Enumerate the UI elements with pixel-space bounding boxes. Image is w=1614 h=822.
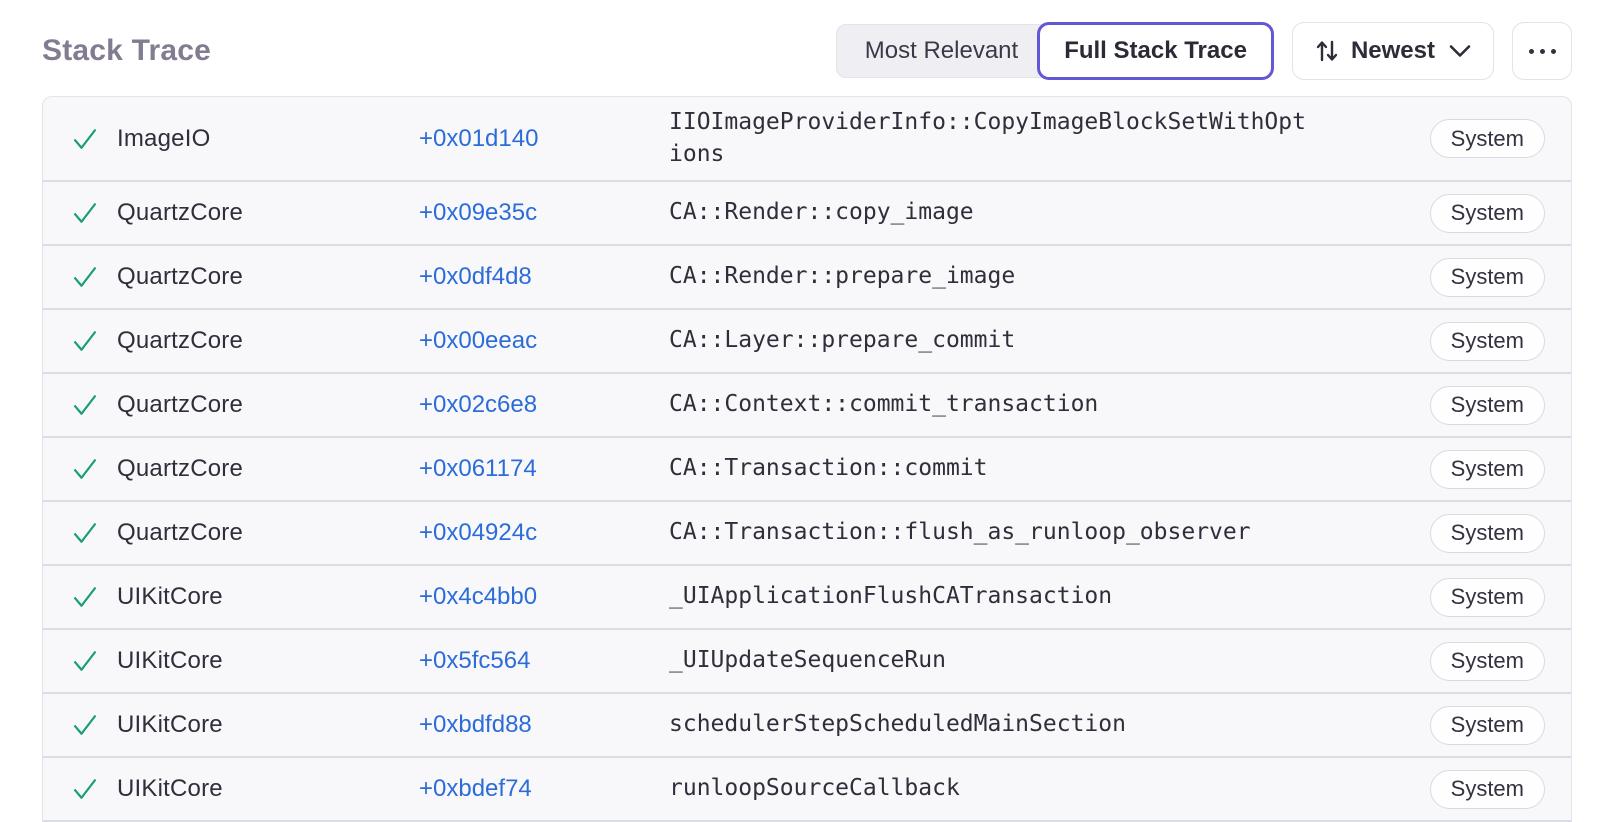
- check-icon: [71, 391, 117, 419]
- stack-frame-row-partial: [43, 820, 1571, 822]
- system-badge: System: [1429, 641, 1545, 681]
- system-badge: System: [1429, 769, 1545, 809]
- check-icon: [71, 711, 117, 739]
- system-badge: System: [1429, 193, 1545, 233]
- frame-function: CA::Layer::prepare_commit: [669, 327, 1016, 354]
- header: Stack Trace Most Relevant Full Stack Tra…: [0, 0, 1614, 96]
- frame-badge-cell: System: [1429, 769, 1545, 809]
- frame-module: QuartzCore: [117, 455, 244, 482]
- stack-frame-row[interactable]: QuartzCore +0x09e35c CA::Render::copy_im…: [43, 180, 1571, 244]
- stack-frame-row[interactable]: QuartzCore +0x0df4d8 CA::Render::prepare…: [43, 244, 1571, 308]
- stack-frame-row[interactable]: UIKitCore +0xbdfd88 schedulerStepSchedul…: [43, 692, 1571, 756]
- frame-badge-cell: System: [1429, 257, 1545, 297]
- frame-module: ImageIO: [117, 124, 211, 152]
- frame-function: CA::Context::commit_transaction: [669, 391, 1099, 418]
- frame-badge-cell: System: [1429, 385, 1545, 425]
- trace-view-segmented-control: Most Relevant Full Stack Trace: [835, 22, 1274, 80]
- system-badge: System: [1429, 321, 1545, 361]
- frame-address-link[interactable]: +0x5fc564: [419, 647, 531, 674]
- sort-arrows-icon: [1315, 38, 1339, 64]
- system-badge: System: [1429, 385, 1545, 425]
- frame-function: CA::Render::copy_image: [669, 199, 974, 226]
- check-icon: [71, 455, 117, 483]
- frame-badge-cell: System: [1429, 193, 1545, 233]
- check-icon: [71, 775, 117, 803]
- check-icon: [71, 647, 117, 675]
- frame-function: CA::Transaction::flush_as_runloop_observ…: [669, 519, 1251, 546]
- frame-badge-cell: System: [1429, 513, 1545, 553]
- frame-badge-cell: System: [1429, 641, 1545, 681]
- frame-module: QuartzCore: [117, 519, 244, 546]
- frame-address-link[interactable]: +0x01d140: [419, 124, 539, 152]
- check-icon: [71, 583, 117, 611]
- frame-function: IIOImageProviderInfo::CopyImageBlockSetW…: [669, 108, 1306, 167]
- stack-frame-row[interactable]: UIKitCore +0x5fc564 _UIUpdateSequenceRun…: [43, 628, 1571, 692]
- chevron-down-icon: [1449, 44, 1471, 58]
- stack-frame-row[interactable]: QuartzCore +0x061174 CA::Transaction::co…: [43, 436, 1571, 500]
- frame-address-link[interactable]: +0x02c6e8: [419, 391, 538, 418]
- frame-badge-cell: System: [1429, 705, 1545, 745]
- frame-address-link[interactable]: +0x061174: [419, 455, 537, 482]
- frame-badge-cell: System: [1429, 321, 1545, 361]
- ellipsis-icon: [1528, 48, 1556, 54]
- check-icon: [71, 125, 117, 153]
- stack-frame-row[interactable]: QuartzCore +0x02c6e8 CA::Context::commit…: [43, 372, 1571, 436]
- frame-module: UIKitCore: [117, 775, 223, 802]
- frame-address-link[interactable]: +0xbdfd88: [419, 711, 532, 738]
- frame-module: QuartzCore: [117, 263, 244, 290]
- frame-badge-cell: System: [1429, 577, 1545, 617]
- check-icon: [71, 327, 117, 355]
- check-icon: [71, 263, 117, 291]
- frame-address-link[interactable]: +0xbdef74: [419, 775, 532, 802]
- frame-function: _UIApplicationFlushCATransaction: [669, 583, 1113, 610]
- frame-address-link[interactable]: +0x4c4bb0: [419, 583, 538, 610]
- system-badge: System: [1429, 705, 1545, 745]
- frame-module: QuartzCore: [117, 327, 244, 354]
- frame-module: QuartzCore: [117, 199, 244, 226]
- frame-module: UIKitCore: [117, 711, 223, 738]
- frame-function: CA::Render::prepare_image: [669, 263, 1016, 290]
- frame-function: CA::Transaction::commit: [669, 455, 988, 482]
- frame-module: UIKitCore: [117, 647, 223, 674]
- stack-frame-row[interactable]: QuartzCore +0x00eeac CA::Layer::prepare_…: [43, 308, 1571, 372]
- frame-function: schedulerStepScheduledMainSection: [669, 711, 1126, 738]
- frame-module: UIKitCore: [117, 583, 223, 610]
- frame-badge-cell: System: [1429, 119, 1545, 158]
- stack-frame-row[interactable]: QuartzCore +0x04924c CA::Transaction::fl…: [43, 500, 1571, 564]
- more-options-button[interactable]: [1512, 22, 1572, 80]
- full-stack-trace-button[interactable]: Full Stack Trace: [1037, 22, 1274, 80]
- stack-frame-row[interactable]: ImageIO +0x01d140 IIOImageProviderInfo::…: [43, 97, 1571, 180]
- page-title: Stack Trace: [42, 34, 211, 67]
- frame-address-link[interactable]: +0x0df4d8: [419, 263, 532, 290]
- header-controls: Most Relevant Full Stack Trace Newest: [835, 22, 1572, 80]
- system-badge: System: [1429, 449, 1545, 489]
- system-badge: System: [1429, 119, 1545, 158]
- frame-function: _UIUpdateSequenceRun: [669, 647, 946, 674]
- frame-address-link[interactable]: +0x00eeac: [419, 327, 538, 354]
- stack-frame-row[interactable]: UIKitCore +0xbdef74 runloopSourceCallbac…: [43, 756, 1571, 820]
- system-badge: System: [1429, 257, 1545, 297]
- frame-function: runloopSourceCallback: [669, 775, 960, 802]
- sort-order-dropdown[interactable]: Newest: [1291, 22, 1494, 80]
- frame-badge-cell: System: [1429, 449, 1545, 489]
- stack-frame-row[interactable]: UIKitCore +0x4c4bb0 _UIApplicationFlushC…: [43, 564, 1571, 628]
- most-relevant-button[interactable]: Most Relevant: [835, 24, 1048, 78]
- frame-address-link[interactable]: +0x09e35c: [419, 199, 538, 226]
- sort-order-label: Newest: [1350, 37, 1435, 64]
- system-badge: System: [1429, 513, 1545, 553]
- stack-trace-table: ImageIO +0x01d140 IIOImageProviderInfo::…: [42, 96, 1572, 822]
- frame-address-link[interactable]: +0x04924c: [419, 519, 538, 546]
- check-icon: [71, 519, 117, 547]
- system-badge: System: [1429, 577, 1545, 617]
- check-icon: [71, 199, 117, 227]
- frame-module: QuartzCore: [117, 391, 244, 418]
